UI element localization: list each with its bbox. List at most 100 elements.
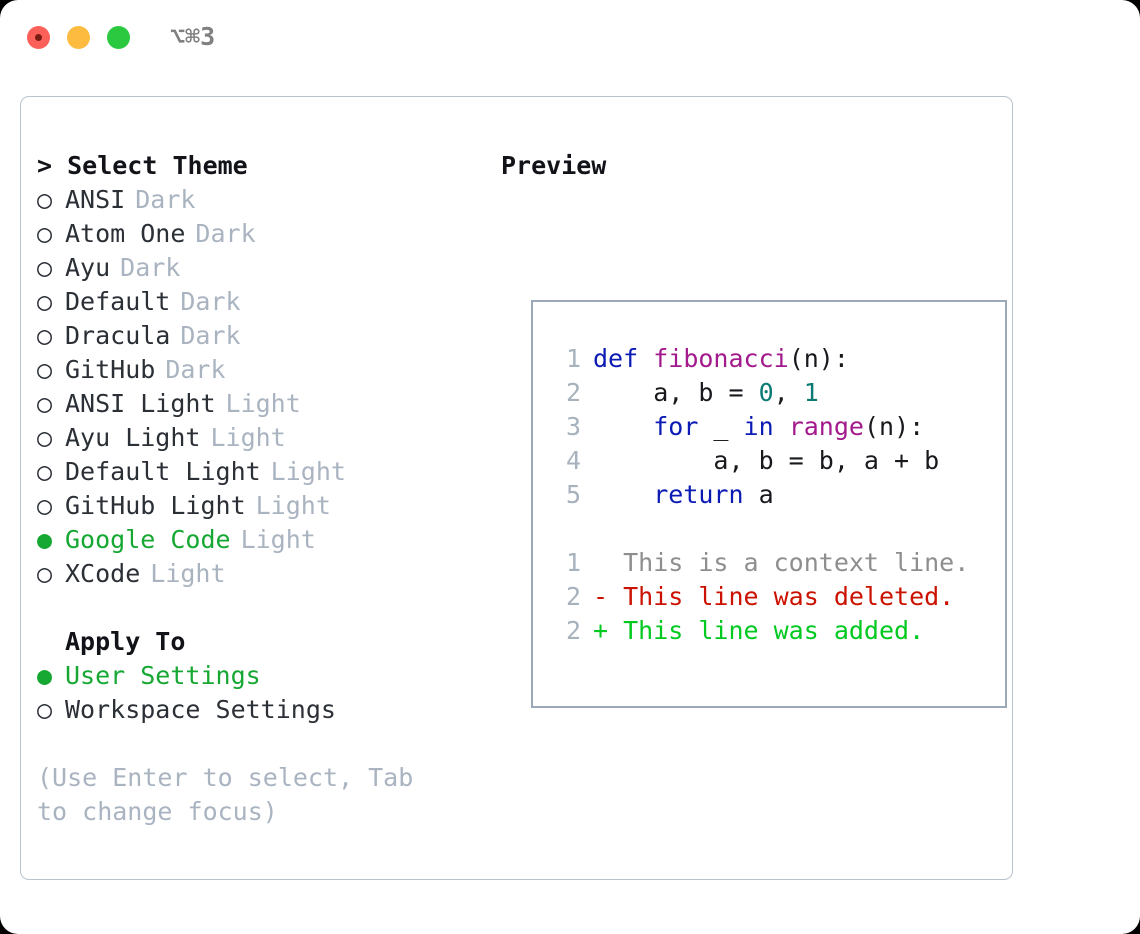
- theme-option-kind: Light: [255, 491, 331, 520]
- theme-option-kind: Light: [240, 525, 316, 554]
- radio-unselected-icon: ○: [37, 287, 53, 316]
- theme-option-xcode[interactable]: ○ XCode Light: [37, 557, 487, 591]
- token-id: [774, 412, 789, 441]
- code-line-text: return a: [593, 478, 773, 512]
- radio-unselected-icon: ○: [37, 559, 53, 588]
- radio-unselected-icon: ○: [37, 355, 53, 384]
- apply-to-option-user-settings[interactable]: ●User Settings: [37, 659, 487, 693]
- token-fn: range: [788, 412, 864, 441]
- code-line-text: a, b = 0, 1: [593, 376, 819, 410]
- theme-option-google-code[interactable]: ● Google Code Light: [37, 523, 487, 557]
- select-theme-header: > Select Theme: [37, 151, 248, 180]
- token-kw: for: [653, 412, 699, 441]
- theme-option-label: Google Code: [65, 525, 231, 554]
- line-number: 3: [565, 412, 581, 441]
- token-id: [593, 480, 653, 509]
- title-bar: ⌥⌘3: [0, 0, 1140, 78]
- line-number: 1: [565, 344, 581, 373]
- line-number: 4: [565, 446, 581, 475]
- diff-line: 2 - This line was deleted.: [549, 580, 999, 614]
- code-diff-spacer: [549, 512, 999, 546]
- radio-unselected-icon: ○: [37, 695, 53, 724]
- theme-option-kind: Dark: [165, 355, 226, 384]
- code-line-text: + This line was added.: [593, 614, 924, 648]
- token-kw: def: [593, 344, 654, 373]
- code-line-text: a, b = b, a + b: [593, 444, 939, 478]
- theme-option-label: Dracula: [65, 321, 171, 350]
- radio-unselected-icon: ○: [37, 219, 53, 248]
- theme-option-label: ANSI Light: [65, 389, 216, 418]
- apply-to-option-list[interactable]: ●User Settings○ Workspace Settings: [37, 659, 487, 727]
- apply-to-option-label: User Settings: [65, 661, 261, 690]
- theme-option-label: Ayu: [65, 253, 111, 282]
- code-line-text: def fibonacci(n):: [593, 342, 849, 376]
- theme-option-kind: Light: [270, 457, 346, 486]
- radio-unselected-icon: ○: [37, 423, 53, 452]
- theme-option-default-light[interactable]: ○ Default Light Light: [37, 455, 487, 489]
- radio-unselected-icon: ○: [37, 457, 53, 486]
- section-spacer: [37, 591, 487, 625]
- line-number: 2: [565, 616, 581, 645]
- theme-option-label: Default: [65, 287, 171, 316]
- theme-option-label: XCode: [65, 559, 141, 588]
- minimize-button-icon[interactable]: [67, 26, 90, 49]
- line-number: 2: [565, 582, 581, 611]
- theme-option-label: ANSI: [65, 185, 126, 214]
- theme-option-kind: Light: [150, 559, 226, 588]
- code-line: 5 return a: [549, 478, 999, 512]
- theme-option-label: GitHub Light: [65, 491, 246, 520]
- line-number: 5: [565, 480, 581, 509]
- radio-unselected-icon: ○: [37, 491, 53, 520]
- token-add: + This line was added.: [593, 616, 925, 645]
- radio-unselected-icon: ○: [37, 321, 53, 350]
- code-line: 2 a, b = 0, 1: [549, 376, 999, 410]
- token-id: a, b =: [593, 378, 759, 407]
- hint-spacer: [37, 727, 487, 761]
- diff-line: 2 + This line was added.: [549, 614, 999, 648]
- token-id: (n):: [863, 412, 925, 441]
- apply-to-option-label: Workspace Settings: [65, 695, 336, 724]
- token-del: - This line was deleted.: [593, 582, 955, 611]
- token-num: 0: [758, 378, 774, 407]
- radio-selected-icon: ●: [37, 525, 53, 554]
- zoom-button-icon[interactable]: [107, 26, 130, 49]
- diff-line: 1 This is a context line.: [549, 546, 999, 580]
- code-line: 1 def fibonacci(n):: [549, 342, 999, 376]
- theme-option-label: Default Light: [65, 457, 261, 486]
- token-id: [593, 412, 653, 441]
- token-kw: in: [743, 412, 774, 441]
- code-line: 4 a, b = b, a + b: [549, 444, 999, 478]
- code-line-text: for _ in range(n):: [593, 410, 924, 444]
- keyboard-hint-text: (Use Enter to select, Tab to change focu…: [37, 763, 429, 826]
- close-button-icon[interactable]: [27, 26, 50, 49]
- theme-option-ansi[interactable]: ○ ANSI Dark: [37, 183, 487, 217]
- theme-option-github-light[interactable]: ○ GitHub Light Light: [37, 489, 487, 523]
- preview-header: Preview: [501, 151, 607, 180]
- apply-to-header: Apply To: [65, 627, 186, 656]
- theme-option-kind: Dark: [135, 185, 196, 214]
- apply-to-option-workspace-settings[interactable]: ○ Workspace Settings: [37, 693, 487, 727]
- theme-option-kind: Light: [210, 423, 286, 452]
- code-line: 3 for _ in range(n):: [549, 410, 999, 444]
- theme-option-kind: Dark: [120, 253, 181, 282]
- theme-option-ayu[interactable]: ○ Ayu Dark: [37, 251, 487, 285]
- theme-option-kind: Light: [225, 389, 301, 418]
- radio-unselected-icon: ○: [37, 253, 53, 282]
- diff-sample-block: 1 This is a context line.2- This line wa…: [549, 546, 999, 648]
- radio-unselected-icon: ○: [37, 185, 53, 214]
- line-number: 2: [565, 378, 581, 407]
- token-id: _: [698, 412, 744, 441]
